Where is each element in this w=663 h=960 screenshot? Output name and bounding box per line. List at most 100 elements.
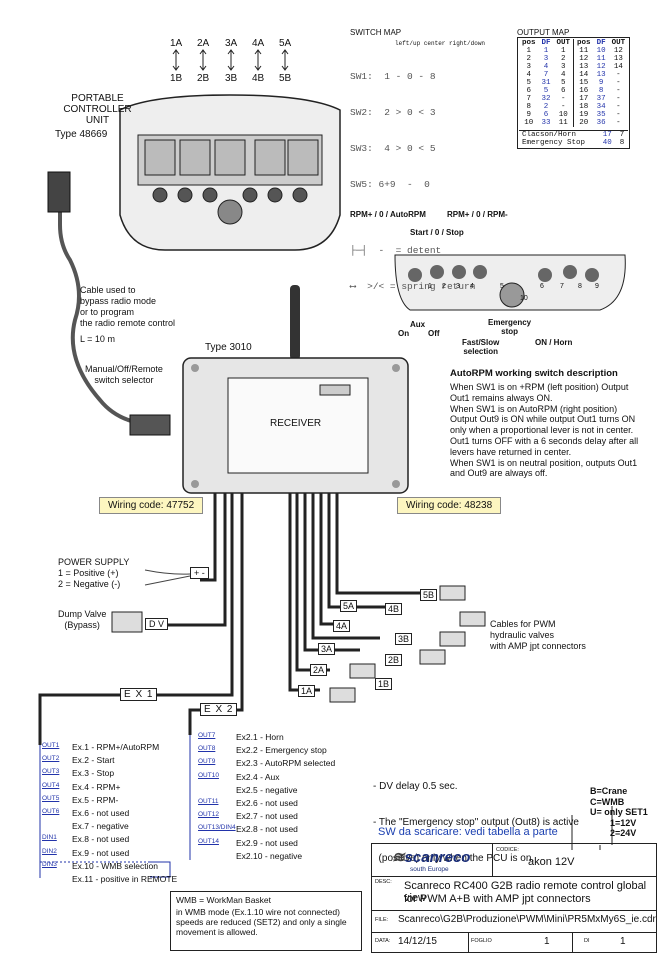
desc-area: DESC: Scanreco RC400 G2B radio remote co… [372, 876, 656, 911]
footer-label: Clacson/Horn [522, 131, 577, 139]
file-label: FILE: [375, 917, 389, 923]
out-label: OUT8 [198, 745, 216, 753]
autorpm-line: Output Out9 is ON while output Out1 turn… [450, 414, 636, 425]
valve-tag-3b: 3B [395, 633, 413, 645]
legend-line: C=WMB [590, 796, 625, 807]
footer-out: 7 [619, 131, 625, 139]
label-4a: 4A [252, 38, 265, 49]
switch-row: SW3: 4 > 0 < 5 [350, 143, 436, 154]
valve-tag-4b: 4B [385, 603, 403, 615]
list-item: Ex2.10 - negative [198, 850, 368, 863]
fn-label: Ex2.4 - Aux [236, 771, 280, 782]
fn-label: Ex2.10 - negative [236, 850, 303, 861]
note-line: - The "Emergency stop" output (Out8) is … [373, 817, 579, 828]
table-cell: 4 [543, 63, 549, 71]
valve-connectors [329, 585, 486, 703]
label-1b: 1B [170, 73, 183, 84]
on-label: On [398, 329, 410, 338]
fn-label: Ex.7 - negative [72, 821, 129, 832]
col-header: OUT [556, 39, 571, 47]
scanreco-logo: ≋scanreco [392, 849, 471, 866]
autorpm-line: Out1 turns OFF with a 6 seconds delay af… [450, 435, 639, 446]
table-cell: - [616, 111, 621, 119]
table-cell: - [561, 103, 566, 111]
panel-num: 5 [500, 283, 504, 290]
out-label: OUT14 [198, 837, 219, 845]
table-cell: 2 [526, 55, 532, 63]
valve-tag-1b: 1B [375, 678, 393, 690]
desc-label: DESC: [375, 879, 392, 885]
notes: - DV delay 0.5 sec. - The "Emergency sto… [373, 757, 579, 877]
logo-area: ≋scanreco south Europe [372, 844, 493, 877]
table-cell: 4 [561, 71, 566, 79]
panel-num: 10 [520, 295, 528, 302]
table-cell: 14 [613, 63, 623, 71]
ex1-wires [39, 745, 171, 878]
autorpm-title: AutoRPM working switch description [450, 368, 618, 379]
table-cell: 1 [526, 47, 532, 55]
panel-num: 3 [456, 283, 460, 290]
cable-description: Cable used to bypass radio mode or to pr… [80, 285, 176, 328]
manual-switch-label: Manual/Off/Remote switch selector [85, 364, 163, 385]
table-cell: 16 [573, 87, 594, 95]
file-path: Scanreco\G2B\Produzione\PWM\Mini\PR5MxMy… [398, 914, 656, 925]
wmb-text: in WMB mode (Ex.1.10 wire not connected)… [176, 907, 347, 937]
table-cell: 19 [573, 111, 594, 119]
fn-label: Ex.9 - not used [72, 847, 130, 858]
col-header: pos [573, 39, 594, 47]
out-label: DIN3 [42, 860, 57, 868]
wmb-title: WMB = WorkMan Basket [176, 895, 272, 905]
wiring-code-left: Wiring code: 47752 [99, 497, 204, 514]
table-cell: 6 [526, 87, 532, 95]
fn-label: Ex2.7 - not used [236, 811, 298, 822]
legend-detent: - = detent [378, 245, 442, 256]
table-cell: 11 [558, 119, 568, 127]
col-header: DF [541, 39, 551, 47]
table-cell: 2 [561, 55, 566, 63]
fn-label: Ex2.9 - not used [236, 837, 298, 848]
table-cell: 9 [598, 79, 604, 87]
fn-label: Ex.5 - RPM- [72, 794, 119, 805]
col-header: OUT [611, 39, 626, 47]
data-area: DATA: 14/12/15 FOGLIO 1 DI 1 [372, 932, 656, 952]
panel-num: 9 [595, 283, 599, 290]
table-cell: 2 [543, 103, 549, 111]
table-cell: 33 [541, 119, 551, 127]
di-value: 1 [620, 936, 626, 947]
table-cell: 13 [596, 71, 606, 79]
fast-slow-label: Fast/Slow selection [462, 338, 500, 356]
rpm-right-label: RPM+ / 0 / RPM- [447, 210, 508, 219]
table-cell: - [616, 103, 621, 111]
table-cell: 10 [596, 47, 606, 55]
fn-label: Ex2.8 - not used [236, 824, 298, 835]
data-label: DATA: [375, 938, 391, 944]
table-cell: - [616, 79, 621, 87]
out-label: OUT2 [42, 755, 60, 763]
data-value: 14/12/15 [398, 936, 437, 947]
fn-label: Ex2.5 - negative [236, 784, 298, 795]
cable-connector [47, 171, 71, 213]
table-cell: 13 [573, 63, 594, 71]
control-panel-closeup [394, 254, 626, 311]
table-cell: 15 [573, 79, 594, 87]
antenna [290, 285, 300, 360]
on-horn-label: ON / Horn [535, 338, 573, 347]
table-cell: 36 [596, 119, 606, 127]
table-cell: 5 [543, 87, 549, 95]
dv-tag: D V [145, 618, 169, 630]
fn-label: Ex2.3 - AutoRPM selected [236, 758, 336, 769]
label-1a: 1A [170, 38, 183, 49]
portable-type-label: Type 48669 [55, 129, 108, 140]
table-cell: 5 [561, 79, 566, 87]
table-cell: - [616, 95, 621, 103]
wiring-code-right: Wiring code: 48238 [397, 497, 502, 514]
autorpm-line: When SW1 is on +RPM (left position) Outp… [450, 382, 629, 392]
